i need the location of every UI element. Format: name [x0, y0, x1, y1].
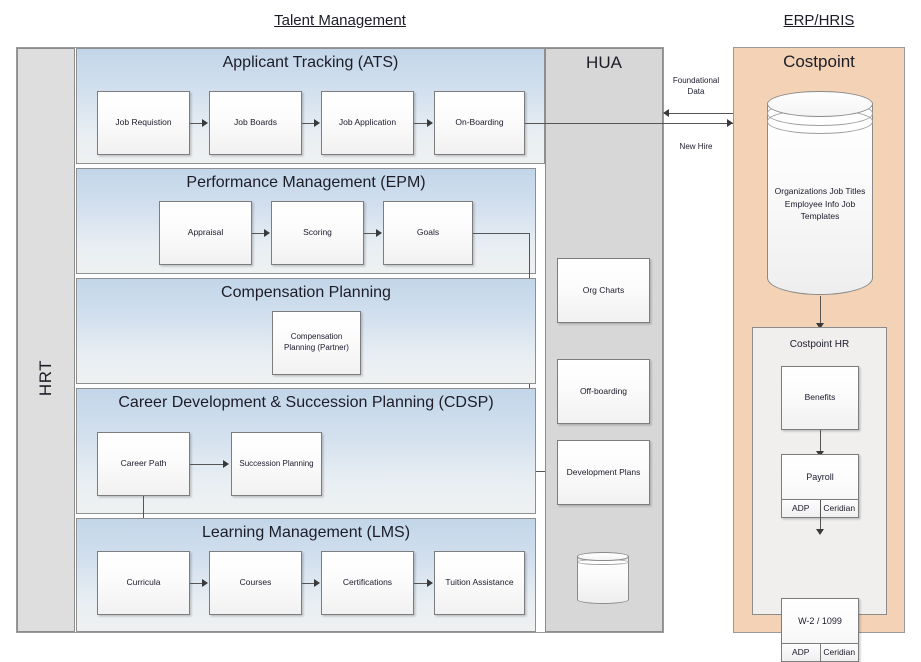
flow-label-foundational-data: Foundational Data	[672, 76, 720, 96]
connector-epm-1	[252, 233, 265, 234]
costpoint-hr-title: Costpoint HR	[789, 339, 850, 350]
w2-vendor-ceridian[interactable]: Ceridian	[819, 644, 858, 661]
arrowhead-ats-2	[314, 119, 320, 127]
node-off-boarding[interactable]: Off-boarding	[557, 359, 650, 424]
module-lms-title: Learning Management (LMS)	[201, 524, 411, 541]
arrowhead-ats-1	[202, 119, 208, 127]
module-compensation-planning-title: Compensation Planning	[221, 284, 391, 301]
w2-vendor-adp[interactable]: ADP	[782, 644, 820, 661]
page-title-talent-management: Talent Management	[274, 12, 406, 29]
node-compensation-planning-partner[interactable]: Compensation Planning (Partner)	[272, 311, 361, 375]
hua-panel	[545, 48, 663, 632]
node-development-plans[interactable]: Development Plans	[557, 440, 650, 505]
node-job-application[interactable]: Job Application	[321, 91, 414, 155]
connector-payroll-to-w2	[820, 500, 821, 530]
arrowhead-cphr	[816, 323, 824, 329]
connector-ats-3	[414, 123, 428, 124]
payroll-vendor-row: ADP Ceridian	[782, 499, 858, 517]
node-certifications[interactable]: Certifications	[321, 551, 414, 615]
hrt-label: HRT	[36, 359, 55, 397]
node-appraisal[interactable]: Appraisal	[159, 201, 252, 265]
arrowhead-w2	[816, 529, 824, 535]
connector-foundational-data	[665, 113, 734, 114]
node-benefits[interactable]: Benefits	[781, 366, 859, 430]
cylinder-top	[767, 91, 873, 118]
connector-onboarding-to-costpoint	[525, 123, 734, 124]
arrowhead-ats-3	[427, 119, 433, 127]
arrowhead-epm-2	[376, 229, 382, 237]
flow-label-new-hire: New Hire	[679, 142, 713, 151]
arrowhead-lms-2	[314, 579, 320, 587]
hua-database-cylinder-icon	[577, 552, 629, 604]
cylinder-body	[767, 105, 873, 295]
node-w2-1099-label: W-2 / 1099	[798, 616, 842, 627]
node-courses[interactable]: Courses	[209, 551, 302, 615]
costpoint-title: Costpoint	[783, 52, 855, 71]
payroll-vendor-adp[interactable]: ADP	[782, 500, 820, 517]
arrowhead-lms-3	[427, 579, 433, 587]
costpoint-database-cylinder-icon: Organizations Job Titles Employee Info J…	[767, 91, 873, 295]
node-tuition-assistance[interactable]: Tuition Assistance	[434, 551, 525, 615]
node-w2-1099[interactable]: W-2 / 1099 ADP Ceridian	[781, 598, 859, 662]
arrowhead-foundational-data	[663, 109, 669, 117]
node-succession-planning[interactable]: Succession Planning	[231, 432, 322, 496]
node-job-boards[interactable]: Job Boards	[209, 91, 302, 155]
node-scoring[interactable]: Scoring	[271, 201, 364, 265]
connector-goals-out	[473, 233, 530, 234]
costpoint-database-label: Organizations Job Titles Employee Info J…	[774, 185, 866, 222]
page-title-erp-hris: ERP/HRIS	[783, 12, 855, 29]
connector-benefits-to-payroll	[820, 430, 821, 452]
cylinder-top	[577, 552, 629, 562]
node-job-requisition[interactable]: Job Requistion	[97, 91, 190, 155]
connector-epm-2	[364, 233, 377, 234]
module-ats-title: Applicant Tracking (ATS)	[222, 54, 399, 71]
node-org-charts[interactable]: Org Charts	[557, 258, 650, 323]
connector-lms-1	[190, 583, 203, 584]
connector-goals-to-devplans	[529, 471, 554, 472]
arrowhead-cdsp-1	[223, 460, 229, 468]
connector-cdsp-1	[190, 464, 224, 465]
connector-db-to-cphr	[820, 296, 821, 324]
hrt-spine-panel: HRT	[17, 48, 75, 632]
connector-ats-2	[302, 123, 315, 124]
connector-lms-3	[414, 583, 428, 584]
module-cdsp-title: Career Development & Succession Planning…	[118, 394, 494, 411]
module-epm-title: Performance Management (EPM)	[186, 174, 426, 191]
hua-title: HUA	[586, 53, 622, 72]
node-on-boarding[interactable]: On-Boarding	[434, 91, 525, 155]
connector-ats-1	[190, 123, 203, 124]
payroll-vendor-ceridian[interactable]: Ceridian	[819, 500, 858, 517]
node-payroll-label: Payroll	[806, 472, 834, 483]
w2-vendor-row: ADP Ceridian	[782, 643, 858, 661]
node-career-path[interactable]: Career Path	[97, 432, 190, 496]
node-curricula[interactable]: Curricula	[97, 551, 190, 615]
arrowhead-lms-1	[202, 579, 208, 587]
connector-lms-2	[302, 583, 315, 584]
arrowhead-epm-1	[264, 229, 270, 237]
arrowhead-new-hire	[727, 119, 733, 127]
node-goals[interactable]: Goals	[383, 201, 473, 265]
